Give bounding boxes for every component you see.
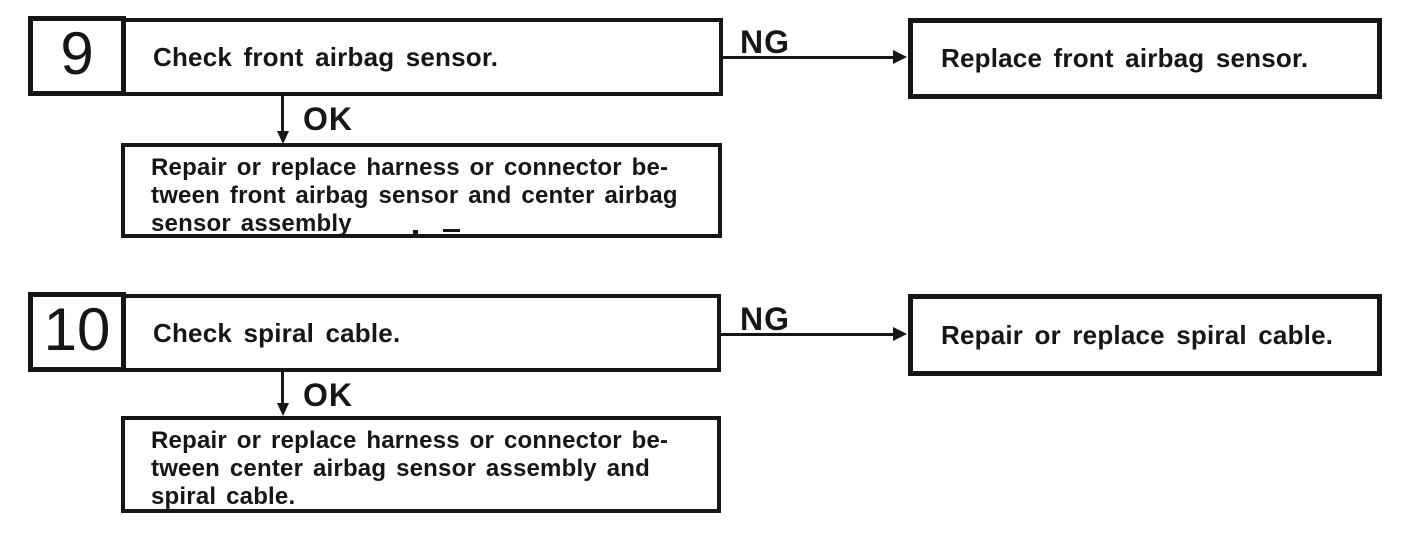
ng-arrowhead-icon xyxy=(893,327,907,341)
scan-artifact xyxy=(413,230,418,234)
ng-result-label: Repair or replace spiral cable. xyxy=(941,319,1334,350)
ok-branch-label: OK xyxy=(303,101,353,137)
ng-arrow-line xyxy=(721,333,895,336)
ng-branch-label: NG xyxy=(740,301,790,337)
ok-result-line: tween front airbag sensor and center air… xyxy=(151,182,678,209)
step-number: 9 xyxy=(60,20,94,87)
ok-result-line: sensor assembly xyxy=(151,210,352,237)
ng-branch-label: NG xyxy=(740,24,790,60)
check-action-label: Check front airbag sensor. xyxy=(153,41,499,72)
ng-result-box: Replace front airbag sensor. xyxy=(908,18,1382,99)
check-action-box: Check front airbag sensor. xyxy=(122,18,723,96)
step-number-box: 9 xyxy=(28,16,126,96)
ok-arrow-line xyxy=(281,96,284,134)
check-action-label: Check spiral cable. xyxy=(153,317,401,348)
ng-arrowhead-icon xyxy=(893,50,907,64)
ok-result-line: Repair or replace harness or connector b… xyxy=(151,427,669,454)
ng-result-label: Replace front airbag sensor. xyxy=(941,43,1309,73)
ok-arrowhead-icon xyxy=(277,403,289,416)
step-number-box: 10 xyxy=(28,292,126,372)
ok-result-line: Repair or replace harness or connector b… xyxy=(151,154,669,181)
step-number: 10 xyxy=(43,296,111,363)
check-action-box: Check spiral cable. xyxy=(122,294,721,372)
ok-result-box: Repair or replace harness or connector b… xyxy=(121,416,721,513)
ok-result-line: tween center airbag sensor assembly and xyxy=(151,455,650,482)
ok-arrowhead-icon xyxy=(277,131,289,144)
ok-result-line: spiral cable. xyxy=(151,483,296,510)
ng-result-box: Repair or replace spiral cable. xyxy=(908,294,1382,376)
ok-result-box: Repair or replace harness or connector b… xyxy=(121,143,722,238)
ok-arrow-line xyxy=(281,372,284,405)
ok-branch-label: OK xyxy=(303,377,353,413)
scan-artifact xyxy=(443,229,460,232)
ng-arrow-line xyxy=(723,56,895,59)
